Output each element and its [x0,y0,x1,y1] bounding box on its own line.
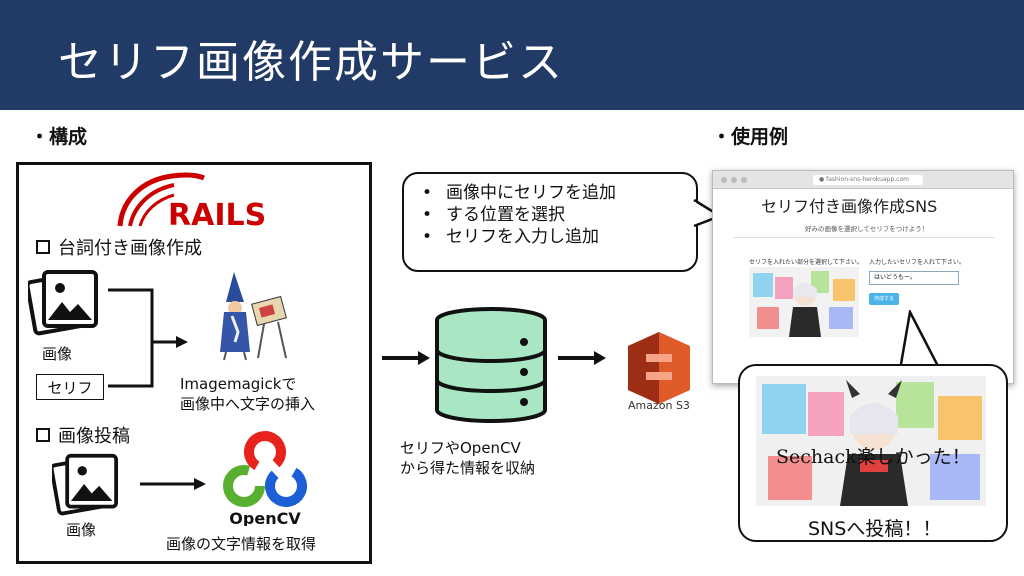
image-icon [52,453,119,516]
feature-item-caption-image: 台詞付き画像作成 [36,234,202,260]
imagemagick-wizard-icon [220,272,287,361]
input-caption-label: 入力したいセリフを入れて下さい。 [869,259,965,266]
browser-toolbar: ● fashion-sns-herokuapp.com [713,171,1013,189]
rails-logo: RAILS [117,172,266,230]
right-arrow [382,351,430,365]
caption-input[interactable]: はいどうもー。 [869,271,959,285]
image-label: 画像 [42,345,73,363]
imagemagick-caption-line1: Imagemagickで [180,375,297,393]
app-page-subtitle: 好みの画像を選択してセリフをつけよう！ [805,225,929,233]
storage-caption: セリフやOpenCV から得た情報を収納 [400,438,535,479]
section-architecture-label: ・構成 [30,126,88,148]
bubble-item: セリフを入力し追加 [420,226,684,248]
storage-caption-line1: セリフやOpenCV [400,439,521,457]
url-bar: ● fashion-sns-herokuapp.com [813,175,923,185]
posted-image: Sechack楽しかった！ [756,376,986,506]
feature-label: 画像投稿 [58,426,130,447]
feature-speech-bubble: 画像中にセリフを追加 する位置を選択 セリフを入力し追加 [402,172,698,272]
posted-image-text: Sechack楽しかった！ [776,446,971,468]
app-page-title: セリフ付き画像作成SNS [761,197,938,216]
feature-item-image-post: 画像投稿 [36,422,130,448]
imagemagick-caption: Imagemagickで 画像中へ文字の挿入 [180,374,315,415]
database-icon [435,307,547,423]
divider [733,237,995,238]
storage-caption-line2: から得た情報を収納 [400,459,536,478]
opencv-logo-text: OpenCV [229,509,301,526]
select-area-label: セリフを入れたい部分を選択して下さい。 [749,259,863,266]
bubble-item-continuation: する位置を選択 [420,204,684,226]
section-usage-label: ・使用例 [712,126,789,148]
amazon-s3-label: Amazon S3 [628,399,690,412]
right-arrow [558,351,606,365]
amazon-s3-icon [628,332,690,404]
checkbox-square-icon [36,240,50,254]
architecture-panel [16,162,372,564]
callout-tail [898,310,942,370]
merge-arrow [108,288,188,388]
checkbox-square-icon [36,428,50,442]
window-controls [721,177,747,183]
app-image-preview [749,267,859,337]
opencv-logo: OpenCV [223,431,307,526]
callout-caption: SNSへ投稿！！ [808,518,942,540]
app-screenshot: ● fashion-sns-herokuapp.com セリフ付き画像作成SNS… [712,170,1014,384]
feature-label: 台詞付き画像作成 [58,238,202,259]
bubble-item: 画像中にセリフを追加 [420,182,684,204]
posted-image-callout: Sechack楽しかった！ SNSへ投稿！！ [738,364,1008,542]
rails-logo-text: RAILS [168,198,266,230]
title-bar: セリフ画像作成サービス [0,0,1024,110]
imagemagick-caption-line2: 画像中へ文字の挿入 [180,395,316,414]
opencv-caption: 画像の文字情報を取得 [166,535,317,553]
image-label: 画像 [66,521,97,539]
image-icon [28,270,98,336]
create-button[interactable]: 作成する [869,293,899,305]
serif-text-box: セリフ [36,374,104,400]
right-arrow [140,478,206,490]
slide-title: セリフ画像作成サービス [58,37,564,88]
